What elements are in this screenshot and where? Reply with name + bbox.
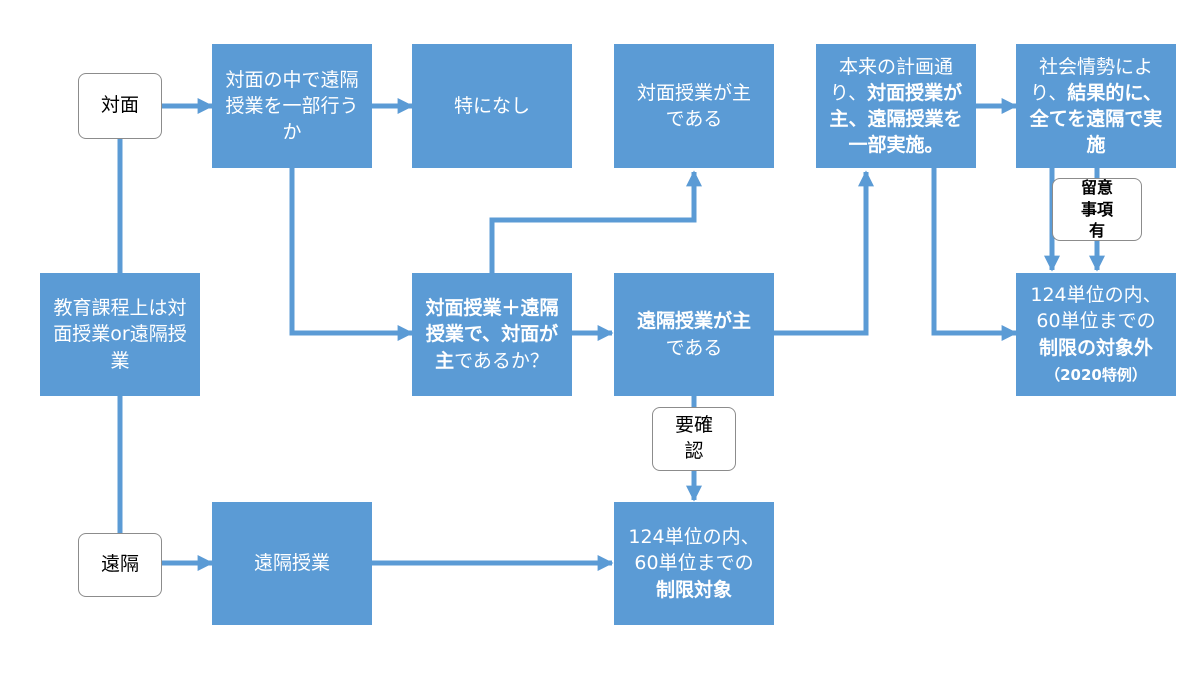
social-bold: 結果的に、全てを遠隔で実施: [1029, 81, 1163, 157]
arrow-mixed-to-main-face: [489, 170, 703, 273]
target-line-2: 60単位までの: [634, 552, 754, 575]
note-caution: 留意事項有: [1052, 178, 1142, 241]
node-social: 社会情勢により、結果的に、全てを遠隔で実施: [1016, 44, 1176, 168]
mixed-bold-2: 面が主: [435, 323, 559, 372]
remote-main-normal: である: [665, 336, 723, 359]
exempt-line-2: 60単位までの: [1036, 310, 1156, 333]
node-plan: 本来の計画通り、対面授業が主、遠隔授業を一部実施。: [816, 44, 976, 168]
node-taimen: 対面: [78, 73, 162, 139]
plan-normal: 本来の計画通り、: [829, 55, 953, 104]
exempt-special: （2020特例）: [1045, 365, 1147, 384]
node-none: 特になし: [412, 44, 572, 168]
mixed-normal: であるか？: [454, 349, 549, 372]
node-mixed: 対面授業＋遠隔授業で、対面が主であるか？: [412, 273, 572, 396]
note-confirm: 要確認: [652, 407, 736, 471]
node-limit-exempt: 124単位の内、 60単位までの 制限の対象外 （2020特例）: [1016, 273, 1176, 396]
node-limit-target: 124単位の内、 60単位までの 制限対象: [614, 502, 774, 625]
arrow-partial-to-mixed: [289, 168, 414, 342]
node-enkaku: 遠隔: [78, 533, 162, 597]
arrow-remote-main-to-plan: [774, 170, 875, 336]
node-main-face-top: 対面授業が主である: [614, 44, 774, 168]
social-normal: 社会情勢により、: [1030, 55, 1153, 104]
plan-bold: 対面授業が主、遠隔授業を一部実施。: [829, 81, 963, 157]
node-remote-class: 遠隔授業: [212, 502, 372, 625]
node-remote-main: 遠隔授業が主である: [614, 273, 774, 396]
node-curriculum: 教育課程上は対面授業or遠隔授業: [40, 273, 200, 396]
exempt-line-1: 124単位の内、: [1030, 284, 1162, 307]
mixed-bold-1: 対面授業＋遠隔授業で、対: [425, 297, 559, 346]
target-line-1: 124単位の内、: [628, 526, 760, 549]
node-partial-remote: 対面の中で遠隔授業を一部行うか: [212, 44, 372, 168]
exempt-bold: 制限の対象外: [1038, 336, 1153, 359]
target-bold: 制限対象: [655, 578, 732, 601]
remote-main-bold: 遠隔授業が主: [636, 310, 751, 333]
arrow-plan-to-limit-exempt: [931, 168, 1018, 342]
